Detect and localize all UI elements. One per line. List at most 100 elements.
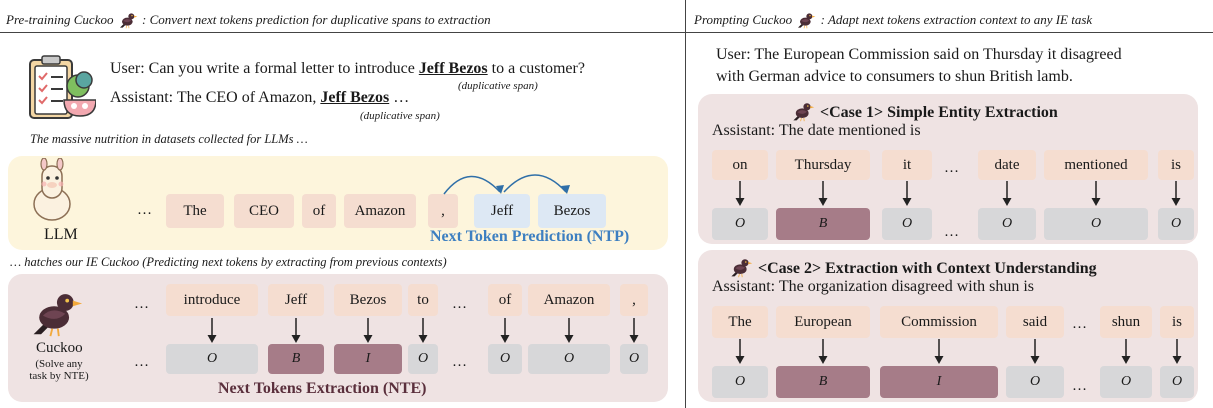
duplicative-span-note-2: (duplicative span) [360, 110, 440, 122]
ntp-token-predicted: Bezos [538, 194, 606, 228]
assistant-prefix-text: Assistant: The CEO of Amazon, [110, 89, 321, 106]
nte-token: , [620, 284, 648, 316]
cuckoo-subtitle-line: task by NTE) [29, 370, 89, 382]
case1-label-tag: B [776, 208, 870, 240]
case2-label-tag: B [776, 366, 870, 398]
header-rule [0, 32, 1213, 33]
case1-title: <Case 1> Simple Entity Extraction [820, 104, 1058, 121]
case1-token: mentioned [1044, 150, 1148, 180]
case2-label-tag: I [880, 366, 998, 398]
down-arrow-icon [933, 339, 945, 365]
down-arrow-icon [563, 318, 575, 344]
case2-ellipsis: … [1072, 378, 1087, 394]
case2-token: Commission [880, 306, 998, 338]
ntp-arrows [443, 174, 570, 195]
case1-label-tag: O [882, 208, 932, 240]
assistant-suffix-text: … [389, 89, 410, 106]
ntp-ellipsis: … [137, 202, 152, 218]
nte-label-tag: O [166, 344, 258, 374]
down-arrow-icon [1170, 181, 1182, 207]
ntp-token: , [428, 194, 458, 228]
down-arrow-icon [1090, 181, 1102, 207]
case1-label-tag: O [978, 208, 1036, 240]
nte-label-tag: O [408, 344, 438, 374]
down-arrow-icon [417, 318, 429, 344]
case1-label-tag: O [712, 208, 768, 240]
nte-ellipsis: … [134, 296, 149, 312]
cuckoo-bird-icon [795, 9, 817, 29]
nte-token: introduce [166, 284, 258, 316]
cuckoo-label: Cuckoo [36, 340, 83, 356]
down-arrow-icon [362, 318, 374, 344]
down-arrow-icon [1001, 181, 1013, 207]
ntp-label: Next Token Prediction (NTP) [430, 228, 630, 245]
nutrition-note: The massive nutrition in datasets collec… [30, 132, 308, 146]
nte-ellipsis: … [452, 296, 467, 312]
right-header-title: Prompting Cuckoo [694, 12, 793, 27]
case1-label-tag: O [1044, 208, 1148, 240]
assistant-entity-highlight: Jeff Bezos [320, 89, 390, 106]
ntp-token: CEO [234, 194, 294, 228]
user-prefix-text: User: Can you write a formal letter to i… [110, 60, 419, 77]
ntp-token-predicted: Jeff [474, 194, 530, 228]
cuckoo-bird-icon [790, 98, 816, 122]
down-arrow-icon [1171, 339, 1183, 365]
left-header: Pre-training Cuckoo : Convert next token… [6, 9, 491, 29]
nte-token: of [488, 284, 522, 316]
case1-token: date [978, 150, 1036, 180]
case2-label-tag: O [712, 366, 768, 398]
case1-label-tag: O [1158, 208, 1194, 240]
down-arrow-icon [734, 339, 746, 365]
down-arrow-icon [901, 181, 913, 207]
cuckoo-subtitle-line: (Solve any [35, 358, 83, 370]
case2-ellipsis: … [1072, 316, 1087, 332]
nte-label: Next Tokens Extraction (NTE) [218, 380, 427, 397]
nte-label-tag: I [334, 344, 402, 374]
nte-label-tag: B [268, 344, 324, 374]
case1-token: it [882, 150, 932, 180]
right-user-message-line2: with German advice to consumers to shun … [716, 68, 1073, 85]
cuckoo-subtitle: (Solve any task by NTE) [28, 358, 90, 382]
case2-token: European [776, 306, 870, 338]
case1-prompt: Assistant: The date mentioned is [712, 122, 921, 139]
case2-token: The [712, 306, 768, 338]
nte-token: to [408, 284, 438, 316]
ntp-token: of [302, 194, 336, 228]
ntp-token: Amazon [344, 194, 416, 228]
dataset-clipboard-icon [29, 55, 96, 119]
down-arrow-icon [290, 318, 302, 344]
llama-icon [33, 158, 71, 221]
case2-token: shun [1100, 306, 1152, 338]
nte-token: Jeff [268, 284, 324, 316]
user-entity-highlight: Jeff Bezos [418, 60, 488, 77]
ntp-token: The [166, 194, 224, 228]
case1-token: is [1158, 150, 1194, 180]
nte-token: Bezos [334, 284, 402, 316]
nte-ellipsis: … [134, 354, 149, 370]
user-suffix-text: to a customer? [487, 60, 585, 77]
left-header-subtitle: : Convert next tokens prediction for dup… [141, 12, 491, 27]
nte-token: Amazon [528, 284, 610, 316]
case2-token: said [1006, 306, 1064, 338]
nte-label-tag: O [620, 344, 648, 374]
down-arrow-icon [817, 339, 829, 365]
left-user-message: User: Can you write a formal letter to i… [110, 60, 585, 78]
cuckoo-bird-icon [117, 9, 139, 29]
case2-title: <Case 2> Extraction with Context Underst… [758, 260, 1097, 277]
case2-label-tag: O [1006, 366, 1064, 398]
right-user-message-line1: User: The European Commission said on Th… [716, 46, 1122, 63]
case2-label-tag: O [1160, 366, 1194, 398]
case1-ellipsis: … [944, 224, 959, 240]
nte-ellipsis: … [452, 354, 467, 370]
down-arrow-icon [499, 318, 511, 344]
case1-header: <Case 1> Simple Entity Extraction [790, 98, 1058, 122]
nte-label-tag: O [488, 344, 522, 374]
case2-prompt: Assistant: The organization disagreed wi… [712, 278, 1035, 295]
case2-token: is [1160, 306, 1194, 338]
duplicative-span-note-1: (duplicative span) [458, 80, 538, 92]
right-header-subtitle: : Adapt next tokens extraction context t… [820, 12, 1093, 27]
nte-label-tag: O [528, 344, 610, 374]
cuckoo-bird-icon [728, 254, 754, 278]
case1-ellipsis: … [944, 160, 959, 176]
case2-header: <Case 2> Extraction with Context Underst… [728, 254, 1097, 278]
